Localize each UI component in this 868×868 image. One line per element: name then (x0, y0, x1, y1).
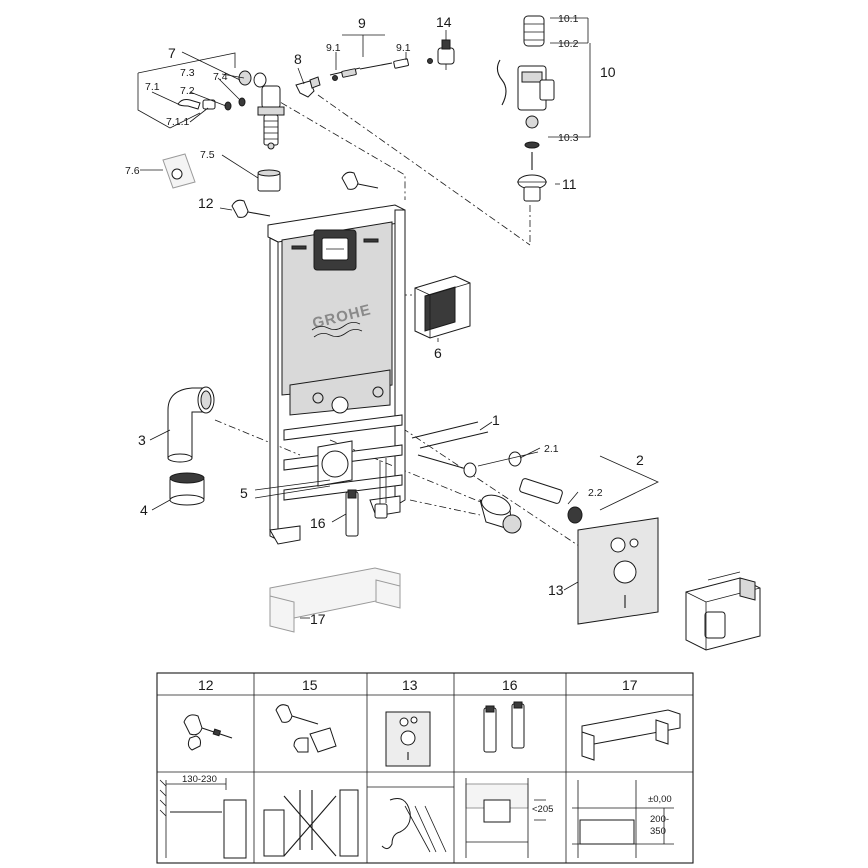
callout-10-1: 10.1 (558, 13, 579, 25)
floor-level-label: ±0,00 (648, 794, 672, 805)
callout-13: 13 (548, 582, 564, 598)
parts-10-11-flush-valve (496, 15, 591, 202)
callout-5: 5 (240, 485, 248, 501)
anchor-illustration (183, 714, 233, 751)
callout-10-2: 10.2 (558, 38, 579, 50)
callout-7-1-1: 7.1.1 (166, 116, 190, 128)
installation-frame: GROHE (267, 204, 406, 545)
callout-9-1-left: 9.1 (326, 42, 341, 54)
table-header-12: 12 (198, 677, 214, 693)
accessory-table: 12 15 13 16 17 (156, 672, 694, 864)
clip-height-detail: <205 (465, 778, 553, 858)
wall-distance-label: 130-230 (182, 774, 217, 785)
callout-3: 3 (138, 432, 146, 448)
callout-10-3: 10.3 (558, 132, 579, 144)
part-17-floor-base (269, 567, 401, 633)
parts-3-4-elbow-pipe (167, 386, 215, 506)
callout-labels: 7 7.3 7.4 7.1 7.2 7.1.1 7.5 7.6 8 9 9.1 … (125, 13, 644, 627)
parts-8-9-14-hose-assembly (295, 39, 455, 98)
table-header-16: 16 (502, 677, 518, 693)
callout-8: 8 (294, 51, 302, 67)
table-header-17: 17 (622, 677, 638, 693)
floor-base-illustration (581, 709, 681, 761)
callout-7-2: 7.2 (180, 85, 195, 97)
callout-17: 17 (310, 611, 326, 627)
callout-6: 6 (434, 345, 442, 361)
callout-7-3: 7.3 (180, 67, 195, 79)
callout-10: 10 (600, 64, 616, 80)
fixing-not-permitted-detail (263, 789, 359, 857)
parts-1-2-bolts-sleeves (411, 421, 583, 534)
callout-7: 7 (168, 45, 176, 61)
table-header-13: 13 (402, 677, 418, 693)
callout-11: 11 (562, 176, 577, 192)
callout-7-5: 7.5 (200, 149, 215, 161)
callout-leader-lines (140, 30, 659, 619)
wall-distance-detail: 130-230 (159, 774, 247, 859)
callout-9-1-right: 9.1 (396, 42, 411, 54)
part-16-fixing-clips (345, 489, 388, 537)
callout-7-6: 7.6 (125, 165, 140, 177)
callout-7-4: 7.4 (213, 71, 228, 83)
callout-2-2: 2.2 (588, 487, 603, 499)
part-6-actuator-box (414, 275, 471, 339)
callout-4: 4 (140, 502, 148, 518)
callout-16: 16 (310, 515, 326, 531)
callout-7-1: 7.1 (145, 81, 160, 93)
clip-height-label: <205 (532, 804, 553, 815)
callout-12: 12 (198, 195, 214, 211)
callout-1: 1 (492, 412, 500, 428)
table-header-15: 15 (302, 677, 318, 693)
part-13-sound-insulation-pad (577, 517, 659, 625)
noise-reduction-detail (381, 798, 447, 853)
height-range-label-bottom: 350 (650, 826, 666, 837)
callout-2-1: 2.1 (544, 443, 559, 455)
sound-pad-illustration (385, 711, 431, 767)
callout-2: 2 (636, 452, 644, 468)
floor-height-detail: ±0,00 200- 350 (572, 780, 674, 858)
clips-illustration (483, 701, 525, 753)
wall-mount-box (685, 571, 761, 651)
fixing-set-illustration (275, 704, 337, 753)
height-range-label-top: 200- (650, 814, 669, 825)
callout-9: 9 (358, 15, 366, 31)
part-12-wall-anchor (231, 171, 379, 218)
callout-14: 14 (436, 14, 452, 30)
part-7-fill-valve-group (137, 52, 285, 192)
